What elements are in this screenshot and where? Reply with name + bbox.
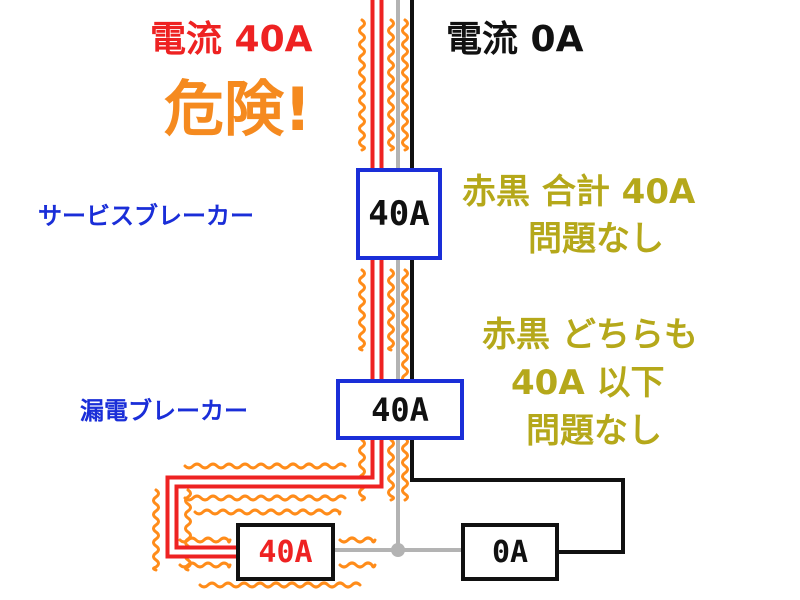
black-wire (410, 0, 625, 554)
wires (165, 0, 625, 559)
heat-wave (387, 268, 395, 352)
load-black-label: 0A (491, 534, 529, 570)
neutral-wire (332, 0, 463, 552)
red-wire-core (169, 0, 380, 555)
heat-wave (358, 18, 366, 152)
note1-line1: 赤黒 合計 40A (462, 172, 696, 212)
note2-line2: 40A 以下 (511, 363, 665, 403)
load-red-label: 40A (258, 534, 313, 570)
heat-wave (178, 536, 232, 544)
heat-waves (152, 18, 409, 589)
heat-wave (183, 462, 347, 470)
heat-wave (338, 536, 377, 544)
heat-wave (183, 494, 347, 502)
leak-breaker-name: 漏電ブレーカー (80, 397, 248, 425)
heat-wave (358, 268, 366, 352)
service-breaker (356, 168, 442, 260)
service-breaker-name: サービスブレーカー (38, 202, 254, 230)
danger-label: 危険! (164, 75, 312, 145)
heat-wave (184, 488, 192, 572)
leak-breaker-label: 40A (371, 390, 429, 429)
leak-breaker (336, 379, 464, 440)
heat-wave (387, 438, 395, 502)
heat-wave (387, 18, 395, 152)
note1-line2: 問題なし (528, 219, 664, 259)
current-red-label: 電流 40A (150, 19, 313, 60)
load-red (236, 523, 335, 581)
heat-wave (193, 508, 342, 516)
current-black-label: 電流 0A (446, 19, 584, 60)
neutral-junction (391, 543, 405, 557)
heat-wave (358, 438, 366, 502)
heat-wave (152, 488, 160, 572)
heat-wave (401, 18, 409, 152)
heat-wave (338, 561, 377, 569)
load-black (461, 523, 559, 581)
note2-line3: 問題なし (526, 411, 662, 451)
heat-wave (198, 581, 362, 589)
heat-wave (178, 561, 232, 569)
note2-line1: 赤黒 どちらも (482, 315, 698, 355)
service-breaker-label: 40A (368, 194, 430, 234)
